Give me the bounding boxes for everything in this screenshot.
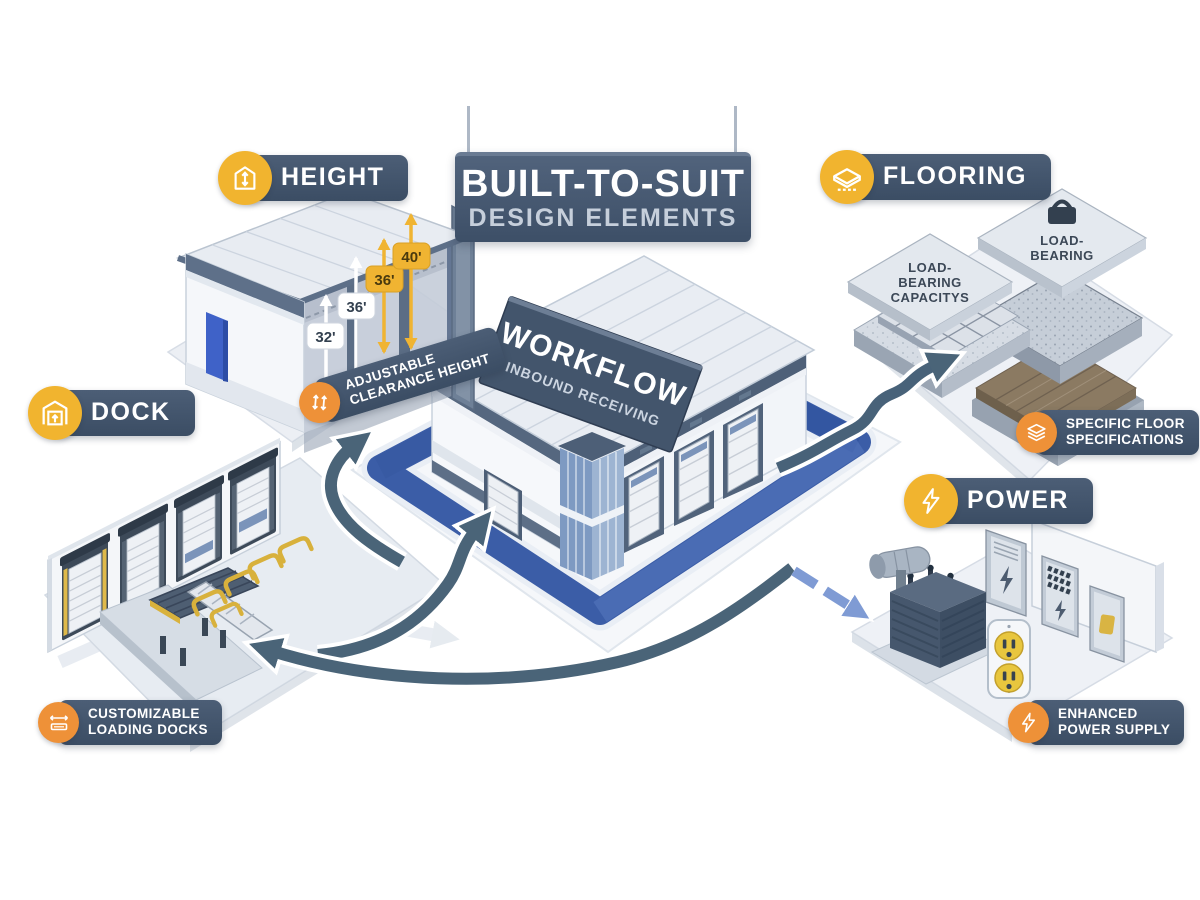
- badge-dock: DOCK: [28, 386, 195, 440]
- measurement-32: 32': [315, 329, 335, 346]
- annotation-line1: ENHANCED: [1058, 706, 1138, 721]
- measurement-40y: 40': [401, 249, 421, 266]
- slab-left-line3: CAPACITYS: [891, 290, 970, 305]
- annotation-enhanced-power: ENHANCED POWER SUPPLY: [1008, 700, 1185, 745]
- annotation-line2: SPECIFICATIONS: [1066, 431, 1184, 447]
- annotation-adjustable-clearance: ADJUSTABLE CLEARANCE HEIGHT: [293, 325, 508, 430]
- annotation-customizable-docks: CUSTOMIZABLE LOADING DOCKS: [38, 700, 222, 745]
- annotation-customizable-text: CUSTOMIZABLE LOADING DOCKS: [58, 700, 222, 745]
- clearance-badges: 32' 36' 36' 40': [306, 242, 431, 350]
- annotation-line1: SPECIFIC FLOOR: [1066, 416, 1185, 431]
- annotation-line2: LOADING DOCKS: [88, 721, 208, 737]
- floor-layers-icon: [1016, 411, 1057, 453]
- banner-wire-left: [467, 106, 470, 154]
- electrical-panel-2: [1041, 555, 1079, 638]
- lightning-icon: [904, 474, 958, 528]
- badge-flooring: FLOORING: [820, 150, 1051, 204]
- banner-wire-right: [734, 106, 737, 154]
- dock-wall: [47, 437, 281, 654]
- warehouse-dock-doors: [624, 403, 763, 553]
- badge-height: HEIGHT: [218, 151, 409, 205]
- flow-arrows: [241, 348, 968, 689]
- annotation-line2: POWER SUPPLY: [1058, 721, 1171, 737]
- annotation-floor-specs: SPECIFIC FLOOR SPECIFICATIONS: [1016, 410, 1199, 455]
- lightning-icon: [1008, 701, 1049, 743]
- badge-height-label: HEIGHT: [245, 155, 409, 201]
- glass-entrance: [558, 432, 626, 580]
- slab-right-line2: BEARING: [1030, 248, 1093, 263]
- annotation-floor-specs-text: SPECIFIC FLOOR SPECIFICATIONS: [1036, 410, 1199, 455]
- electrical-panel-3: [1089, 585, 1125, 663]
- title-line1: BUILT-TO-SUIT: [461, 163, 745, 206]
- dock-door-icon: [28, 386, 82, 440]
- electrical-panel-1: [985, 529, 1027, 617]
- annotation-line1: CUSTOMIZABLE: [88, 706, 200, 721]
- transformer: [869, 546, 1004, 685]
- title-banner: BUILT-TO-SUIT DESIGN ELEMENTS: [455, 152, 751, 242]
- height-clearance-icon: [218, 151, 272, 205]
- power-illustration: [850, 518, 1174, 742]
- power-outlet: [987, 619, 1031, 699]
- loading-dock-icon: [38, 701, 79, 743]
- title-line2: DESIGN ELEMENTS: [468, 203, 738, 232]
- slab-left-line2: BEARING: [898, 275, 961, 290]
- flooring-illustration: LOAD- BEARING LOAD- BEARING CAPACITYS: [846, 188, 1174, 490]
- slab-right-line1: LOAD-: [1040, 233, 1084, 248]
- measurement-36w: 36': [346, 299, 366, 316]
- flooring-stack-left: LOAD- BEARING CAPACITYS: [846, 233, 1031, 398]
- double-arrow-icon: [294, 376, 346, 429]
- measurement-36y: 36': [374, 272, 394, 289]
- annotation-enhanced-power-text: ENHANCED POWER SUPPLY: [1028, 700, 1185, 745]
- badge-power: POWER: [904, 474, 1093, 528]
- floor-slab-icon: [820, 150, 874, 204]
- badge-flooring-label: FLOORING: [847, 154, 1051, 200]
- slab-left-line1: LOAD-: [908, 260, 952, 275]
